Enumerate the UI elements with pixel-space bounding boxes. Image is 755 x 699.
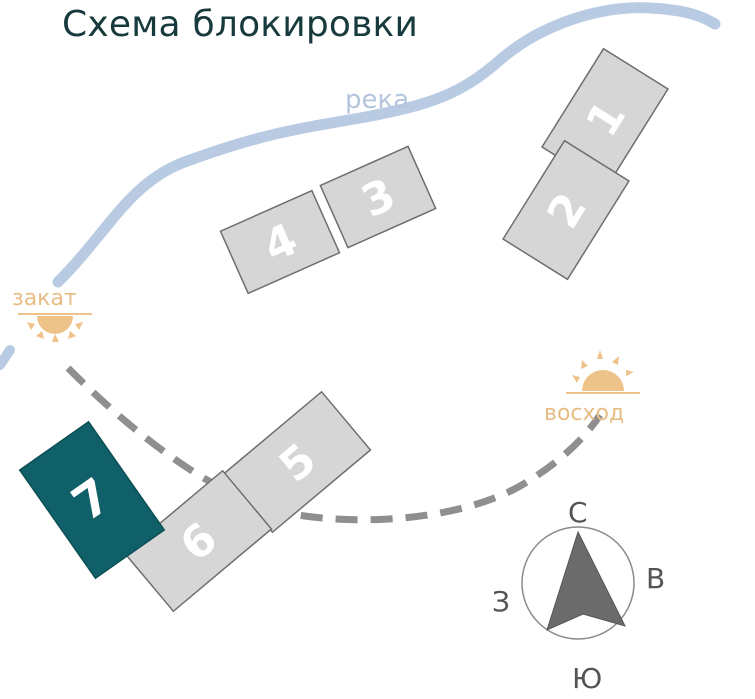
sunrise-icon <box>566 350 640 394</box>
sun-path <box>65 365 603 524</box>
page-title: Схема блокировки <box>62 4 419 45</box>
building-6[interactable]: 6 <box>123 469 273 613</box>
building-7-selected[interactable]: 7 <box>18 420 166 580</box>
sunset-icon <box>18 313 92 342</box>
river-line <box>52 2 721 288</box>
compass-east: В <box>646 562 665 595</box>
compass: С В З Ю <box>492 496 665 695</box>
building-2[interactable]: 2 <box>502 139 630 281</box>
building-3[interactable]: 3 <box>319 145 437 249</box>
north-arrow-icon <box>546 530 626 631</box>
compass-south: Ю <box>572 662 602 695</box>
compass-west: З <box>492 585 510 618</box>
compass-north: С <box>568 496 588 529</box>
sunrise-label: восход <box>544 401 624 426</box>
river-label: река <box>345 85 409 115</box>
river-line-left <box>0 345 15 370</box>
building-5[interactable]: 5 <box>222 390 372 534</box>
sunset-label: закат <box>12 286 77 311</box>
building-4[interactable]: 4 <box>219 189 341 295</box>
